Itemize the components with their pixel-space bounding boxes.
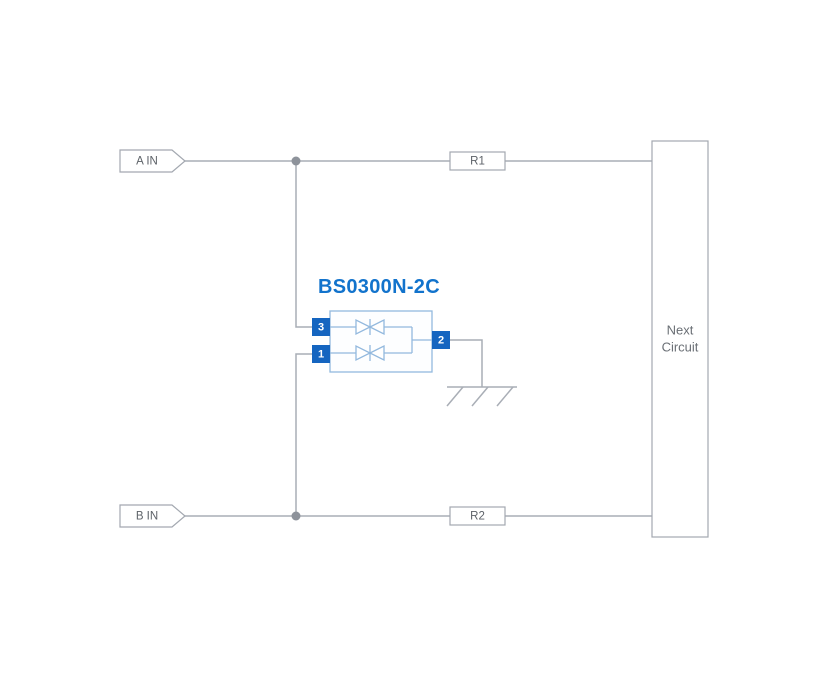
tvs-pin-3: 3 <box>312 318 330 336</box>
tvs-diode-bottom-anode-left <box>355 344 372 362</box>
resistor-r1-label: R1 <box>470 156 485 168</box>
tvs-component-body <box>329 310 433 373</box>
tvs-diode-top-anode-left <box>355 318 372 336</box>
junction-dot-b <box>291 511 301 521</box>
input-flag-a-shape <box>119 149 186 173</box>
tvs-pin-1-pad <box>312 345 330 363</box>
input-flag-b-shape <box>119 504 186 528</box>
next-circuit-block: Next Circuit <box>651 140 709 538</box>
tvs-component-label: BS0300N-2C <box>318 276 440 298</box>
input-flag-a-label: A IN <box>136 156 158 168</box>
tvs-pin-3-pad <box>312 318 330 336</box>
junction-dot-a <box>291 156 301 166</box>
tvs-pin-2-number: 2 <box>438 335 444 347</box>
tvs-diode-top <box>330 318 412 336</box>
wire-pin2-to-ground <box>450 339 483 387</box>
tvs-component: BS0300N-2C <box>312 276 450 373</box>
resistor-r1: R1 <box>449 151 506 171</box>
input-flag-b: B IN <box>119 504 186 528</box>
ground-hatch-2 <box>471 386 489 407</box>
tvs-pin-2-pad <box>432 331 450 349</box>
tvs-pin-1-number: 1 <box>318 349 324 361</box>
next-circuit-body <box>651 140 709 538</box>
resistor-r2-label: R2 <box>470 511 485 523</box>
resistor-r2-body <box>449 506 506 526</box>
tvs-pin-3-number: 3 <box>318 322 324 334</box>
resistor-r1-body <box>449 151 506 171</box>
tvs-pin-2: 2 <box>432 331 450 349</box>
wire-a-branch <box>295 161 312 328</box>
input-flag-a: A IN <box>119 149 186 173</box>
next-circuit-label-line2: Circuit <box>662 340 699 355</box>
tvs-diode-bottom <box>330 344 412 362</box>
resistor-r2: R2 <box>449 506 506 526</box>
ground-hatch-1 <box>446 386 464 407</box>
tvs-pin-1: 1 <box>312 345 330 363</box>
next-circuit-label-line1: Next <box>667 323 694 338</box>
wire-b-branch <box>295 353 312 516</box>
ground-symbol <box>446 386 517 407</box>
ground-hatch-3 <box>496 386 514 407</box>
input-flag-b-label: B IN <box>136 511 158 523</box>
